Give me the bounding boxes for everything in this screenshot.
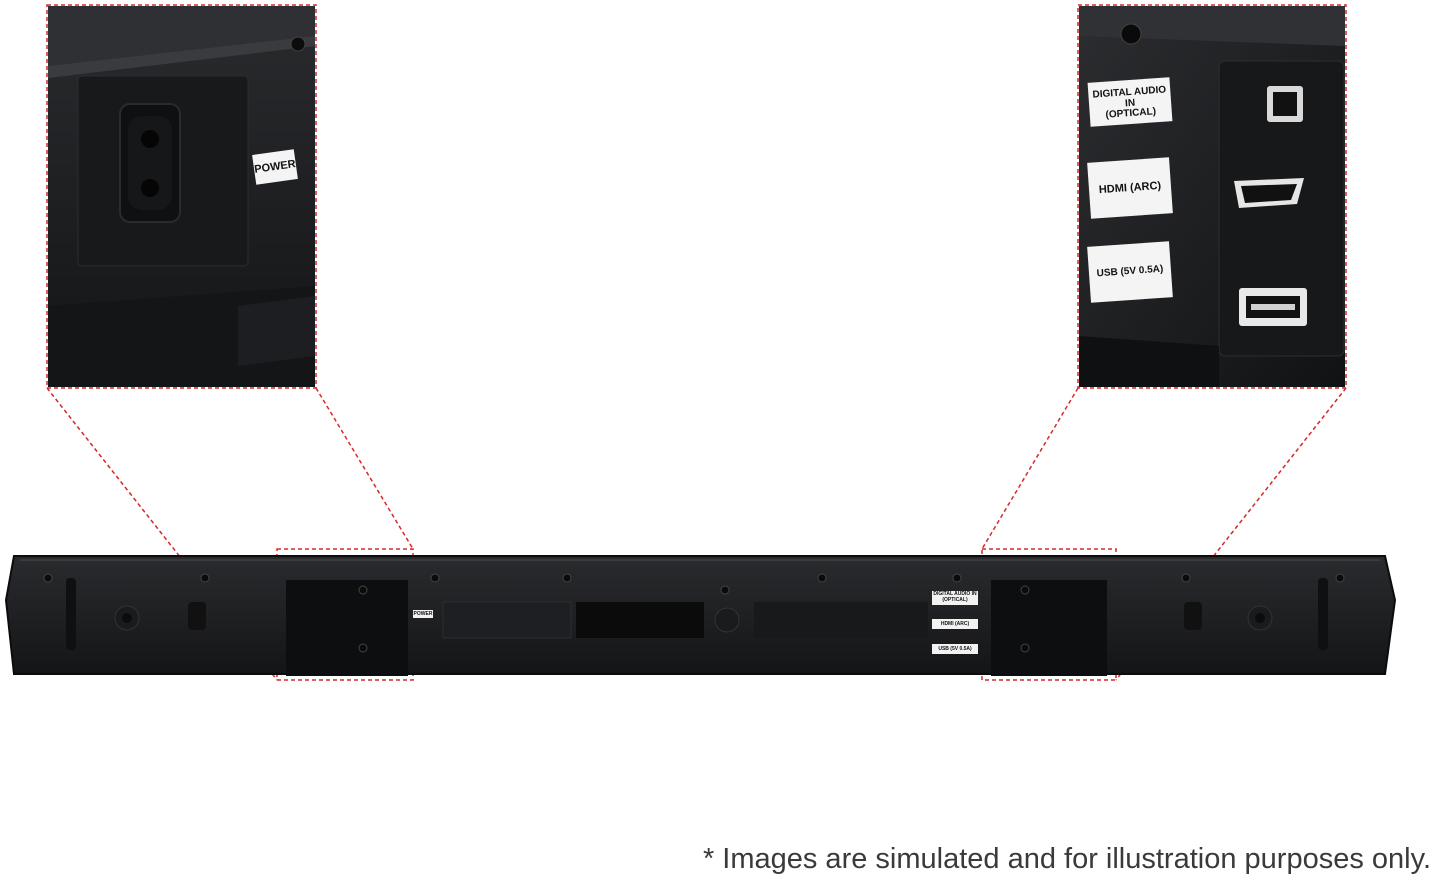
bar-digital-audio-label: DIGITAL AUDIO IN (OPTICAL)	[932, 591, 978, 605]
power-port-closeup: POWER	[48, 6, 315, 387]
bar-digital-audio-line2: (OPTICAL)	[942, 597, 968, 603]
bar-usb-label: USB (5V 0.5A)	[932, 644, 978, 654]
connectors-closeup: DIGITAL AUDIO IN (OPTICAL) HDMI (ARC) US…	[1079, 6, 1345, 387]
power-label: POWER	[252, 149, 298, 185]
disclaimer-text: * Images are simulated and for illustrat…	[702, 843, 1431, 875]
digital-audio-label: DIGITAL AUDIO IN (OPTICAL)	[1087, 77, 1173, 127]
bar-power-label: POWER	[413, 610, 433, 618]
bar-digital-audio-line1: DIGITAL AUDIO IN	[933, 591, 977, 597]
hdmi-label: HDMI (ARC)	[1087, 157, 1173, 219]
power-port-illustration	[48, 6, 315, 387]
usb-label: USB (5V 0.5A)	[1087, 241, 1173, 303]
bar-hdmi-label: HDMI (ARC)	[932, 619, 978, 629]
